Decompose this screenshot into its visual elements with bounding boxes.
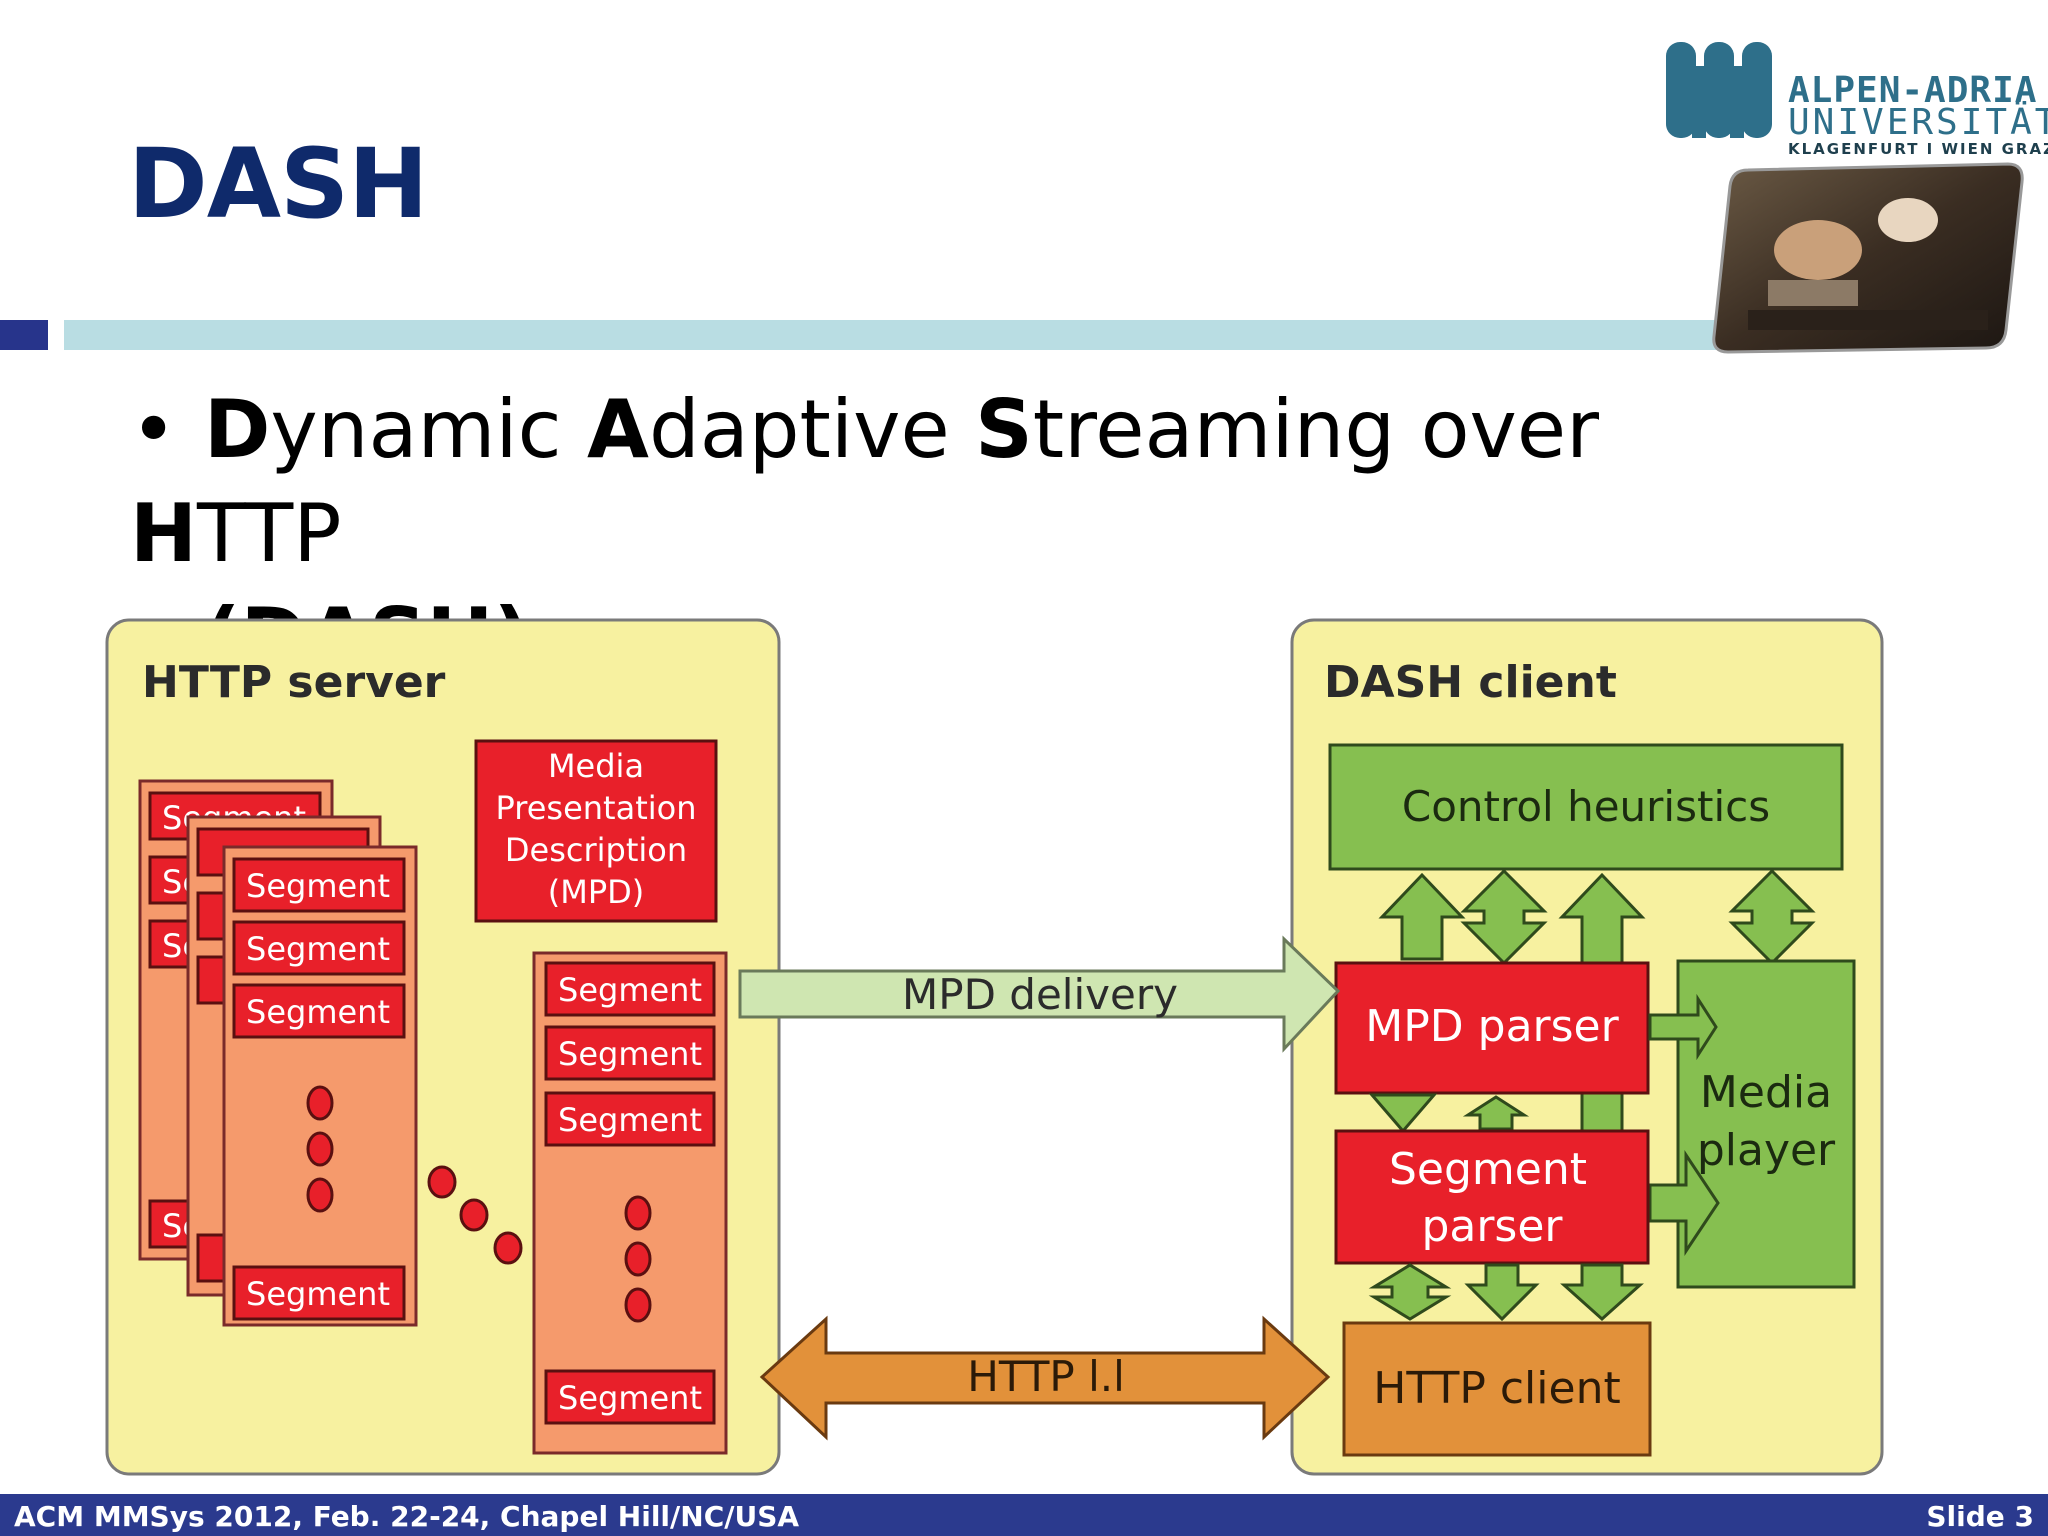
media-player-label-line2: player xyxy=(1697,1125,1836,1176)
footer-conference: ACM MMSys 2012, Feb. 22-24, Chapel Hill/… xyxy=(14,1500,800,1533)
bullet-initial: D xyxy=(204,383,271,476)
arrow-bidirectional-icon xyxy=(1368,1263,1452,1321)
http-client-label: HTTP client xyxy=(1373,1363,1620,1414)
segment-block xyxy=(544,1025,716,1081)
segment-parser-box xyxy=(1334,1129,1650,1265)
dash-client-title: DASH client xyxy=(1324,657,1617,708)
arrow-down-icon xyxy=(1368,1093,1438,1134)
video-thumbnail-image xyxy=(1712,162,2024,354)
bullet-initial: A xyxy=(587,383,649,476)
arrow-right-icon xyxy=(1648,993,1718,1061)
segment-block xyxy=(544,1369,716,1425)
segment-block xyxy=(232,920,406,976)
ellipsis-dot-icon xyxy=(624,1241,652,1277)
arrow-right-icon xyxy=(1648,1150,1720,1256)
mpd-label-line2: Presentation xyxy=(496,789,697,827)
title-rule-accent xyxy=(0,320,48,350)
segment-parser-label-line1: Segment xyxy=(1389,1144,1587,1195)
logo-text-line2: UNIVERSITÄT xyxy=(1788,102,2048,143)
segment-label: Segment xyxy=(246,993,390,1031)
mpd-parser-box xyxy=(1334,961,1650,1095)
arrow-down-icon xyxy=(1560,1263,1644,1322)
ellipsis-dot-icon xyxy=(624,1287,652,1323)
ellipsis-dot-icon xyxy=(306,1085,334,1121)
segment-label: Segment xyxy=(246,930,390,968)
ellipsis-dot-icon xyxy=(624,1195,652,1231)
mpd-label-line1: Media xyxy=(548,747,644,785)
bullet-word: TTP xyxy=(196,487,342,580)
footer-bar: ACM MMSys 2012, Feb. 22-24, Chapel Hill/… xyxy=(0,1494,2048,1536)
university-logo-mark-icon xyxy=(1666,42,1772,138)
ellipsis-dot-icon xyxy=(493,1231,523,1265)
segment-parser-label-line2: parser xyxy=(1421,1201,1563,1252)
bullet-text: Dynamic Adaptive Streaming over HTTP xyxy=(130,383,1599,580)
segment-block xyxy=(544,1091,716,1147)
segment-label: Segment xyxy=(246,1275,390,1313)
segment-label: Segment xyxy=(558,1101,702,1139)
ellipsis-dot-icon xyxy=(306,1177,334,1213)
segment-block xyxy=(232,983,406,1039)
arrow-up-icon xyxy=(1462,1095,1530,1131)
bullet-initial: H xyxy=(130,487,197,580)
bullet-word: ynamic xyxy=(270,383,588,476)
segment-label: Segment xyxy=(558,971,702,1009)
http-server-title: HTTP server xyxy=(142,657,446,708)
mpd-label-line4: (MPD) xyxy=(548,873,645,911)
segment-block xyxy=(544,961,716,1017)
segment-block xyxy=(232,857,406,913)
slide-title: DASH xyxy=(128,128,428,240)
dash-architecture-diagram: HTTP server Segment Segment Segment Segm… xyxy=(105,618,1884,1476)
arrow-up-icon xyxy=(1378,872,1466,961)
ellipsis-dot-icon xyxy=(427,1165,457,1199)
bullet-initial: S xyxy=(975,383,1033,476)
footer-slide-number: Slide 3 xyxy=(1926,1500,2034,1533)
title-rule xyxy=(64,320,1794,350)
mpd-label-line3: Description xyxy=(505,831,687,869)
mpd-box xyxy=(474,739,718,923)
segment-block xyxy=(232,1265,406,1321)
bullet-word: daptive xyxy=(648,383,976,476)
logo-text-line3: KLAGENFURT I WIEN GRAZ xyxy=(1788,140,2048,158)
http-client-box xyxy=(1342,1321,1652,1457)
segment-label: Segment xyxy=(558,1379,702,1417)
media-player-box xyxy=(1676,959,1856,1289)
arrow-down-icon xyxy=(1464,1263,1540,1322)
mpd-delivery-arrow xyxy=(738,935,1341,1053)
http-link-arrow xyxy=(759,1315,1331,1441)
ellipsis-dot-icon xyxy=(459,1198,489,1232)
logo-text-line1: ALPEN-ADRIA xyxy=(1788,70,2038,111)
control-heuristics-box xyxy=(1328,743,1844,871)
mpd-delivery-label: MPD delivery xyxy=(902,970,1178,1019)
segment-label: Segment xyxy=(246,867,390,905)
mpd-parser-label: MPD parser xyxy=(1365,1001,1619,1052)
bullet-word: treaming over xyxy=(1032,383,1599,476)
university-logo: ALPEN-ADRIA UNIVERSITÄT KLAGENFURT I WIE… xyxy=(1664,36,2048,164)
segment-label: Segment xyxy=(558,1035,702,1073)
control-heuristics-label: Control heuristics xyxy=(1402,782,1770,831)
media-player-label-line1: Media xyxy=(1700,1067,1832,1118)
ellipsis-dot-icon xyxy=(306,1131,334,1167)
bullet-dot-icon: • xyxy=(130,383,178,476)
http-link-label: HTTP l.l xyxy=(967,1352,1125,1401)
